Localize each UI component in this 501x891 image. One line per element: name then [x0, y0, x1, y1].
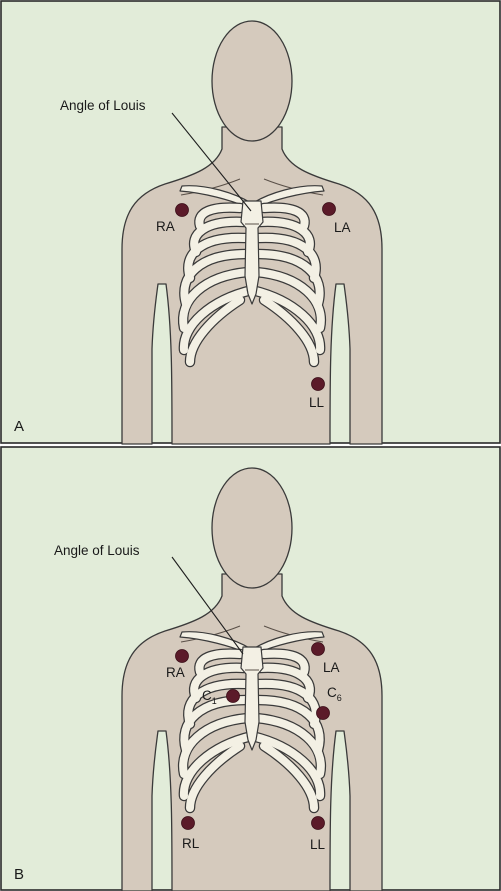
panel-b-electrode-rl [181, 816, 195, 830]
panel-a-angle-of-louis-label: Angle of Louis [60, 98, 146, 113]
panel-b-electrode-c1 [226, 689, 240, 703]
panel-b-electrode-ra [175, 649, 189, 663]
panel-b-electrode-c6-subscript: 6 [337, 693, 342, 703]
panel-b-angle-of-louis-leader [171, 556, 244, 655]
panel-b-electrode-c6 [316, 706, 330, 720]
panel-b: Angle of Louis RA LA C1 C6 RL LL B [0, 446, 501, 891]
panel-b-electrode-ll [311, 816, 325, 830]
panel-b-angle-of-louis-label: Angle of Louis [54, 543, 140, 558]
panel-b-electrode-c6-letter: C [327, 685, 337, 700]
panel-b-electrode-ll-label: LL [310, 837, 326, 852]
panel-a-letter: A [14, 418, 24, 435]
panel-a-angle-of-louis-leader [171, 112, 252, 212]
panel-b-electrode-la-label: LA [323, 660, 340, 675]
panel-b-electrode-rl-label: RL [182, 836, 200, 851]
panel-a-electrode-ll [311, 377, 325, 391]
panel-a-electrode-la-label: LA [334, 220, 351, 235]
panel-b-electrode-c1-label: C1 [202, 688, 217, 706]
panel-b-electrode-c1-subscript: 1 [212, 696, 217, 706]
panel-a: Angle of Louis RA LA LL A [0, 0, 501, 445]
panel-b-electrode-c6-label: C6 [327, 685, 342, 703]
panel-b-letter: B [14, 866, 24, 883]
panel-a-electrode-la [322, 202, 336, 216]
panel-a-electrode-ra [175, 203, 189, 217]
panel-b-electrode-c1-letter: C [202, 688, 212, 703]
panel-b-electrode-ra-label: RA [166, 665, 185, 680]
panel-a-electrode-ll-label: LL [309, 395, 325, 410]
panel-a-electrode-ra-label: RA [156, 219, 175, 234]
panel-b-electrode-la [311, 642, 325, 656]
